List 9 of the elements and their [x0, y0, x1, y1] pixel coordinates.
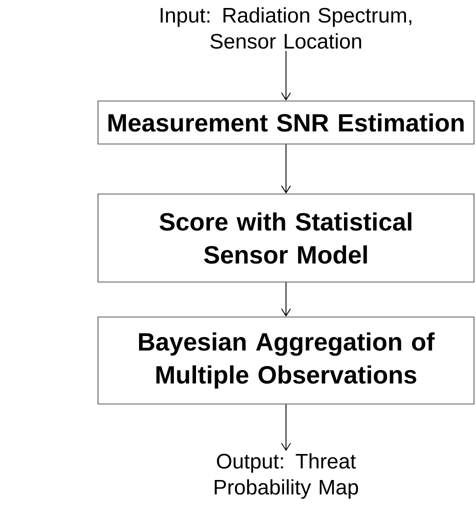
process-box: Score with Statistical Sensor Model	[98, 194, 474, 282]
arrow	[281, 282, 291, 317]
arrow	[281, 144, 291, 194]
process-box: Bayesian Aggregation of Multiple Observations	[98, 316, 474, 404]
io-label: Output: Threat Probability Map	[214, 453, 358, 499]
arrow	[281, 404, 291, 452]
io-label: Input: Radiation Spectrum, Sensor Location	[160, 7, 412, 49]
arrow	[281, 50, 291, 101]
process-box: Measurement SNR Estimation	[98, 100, 474, 144]
